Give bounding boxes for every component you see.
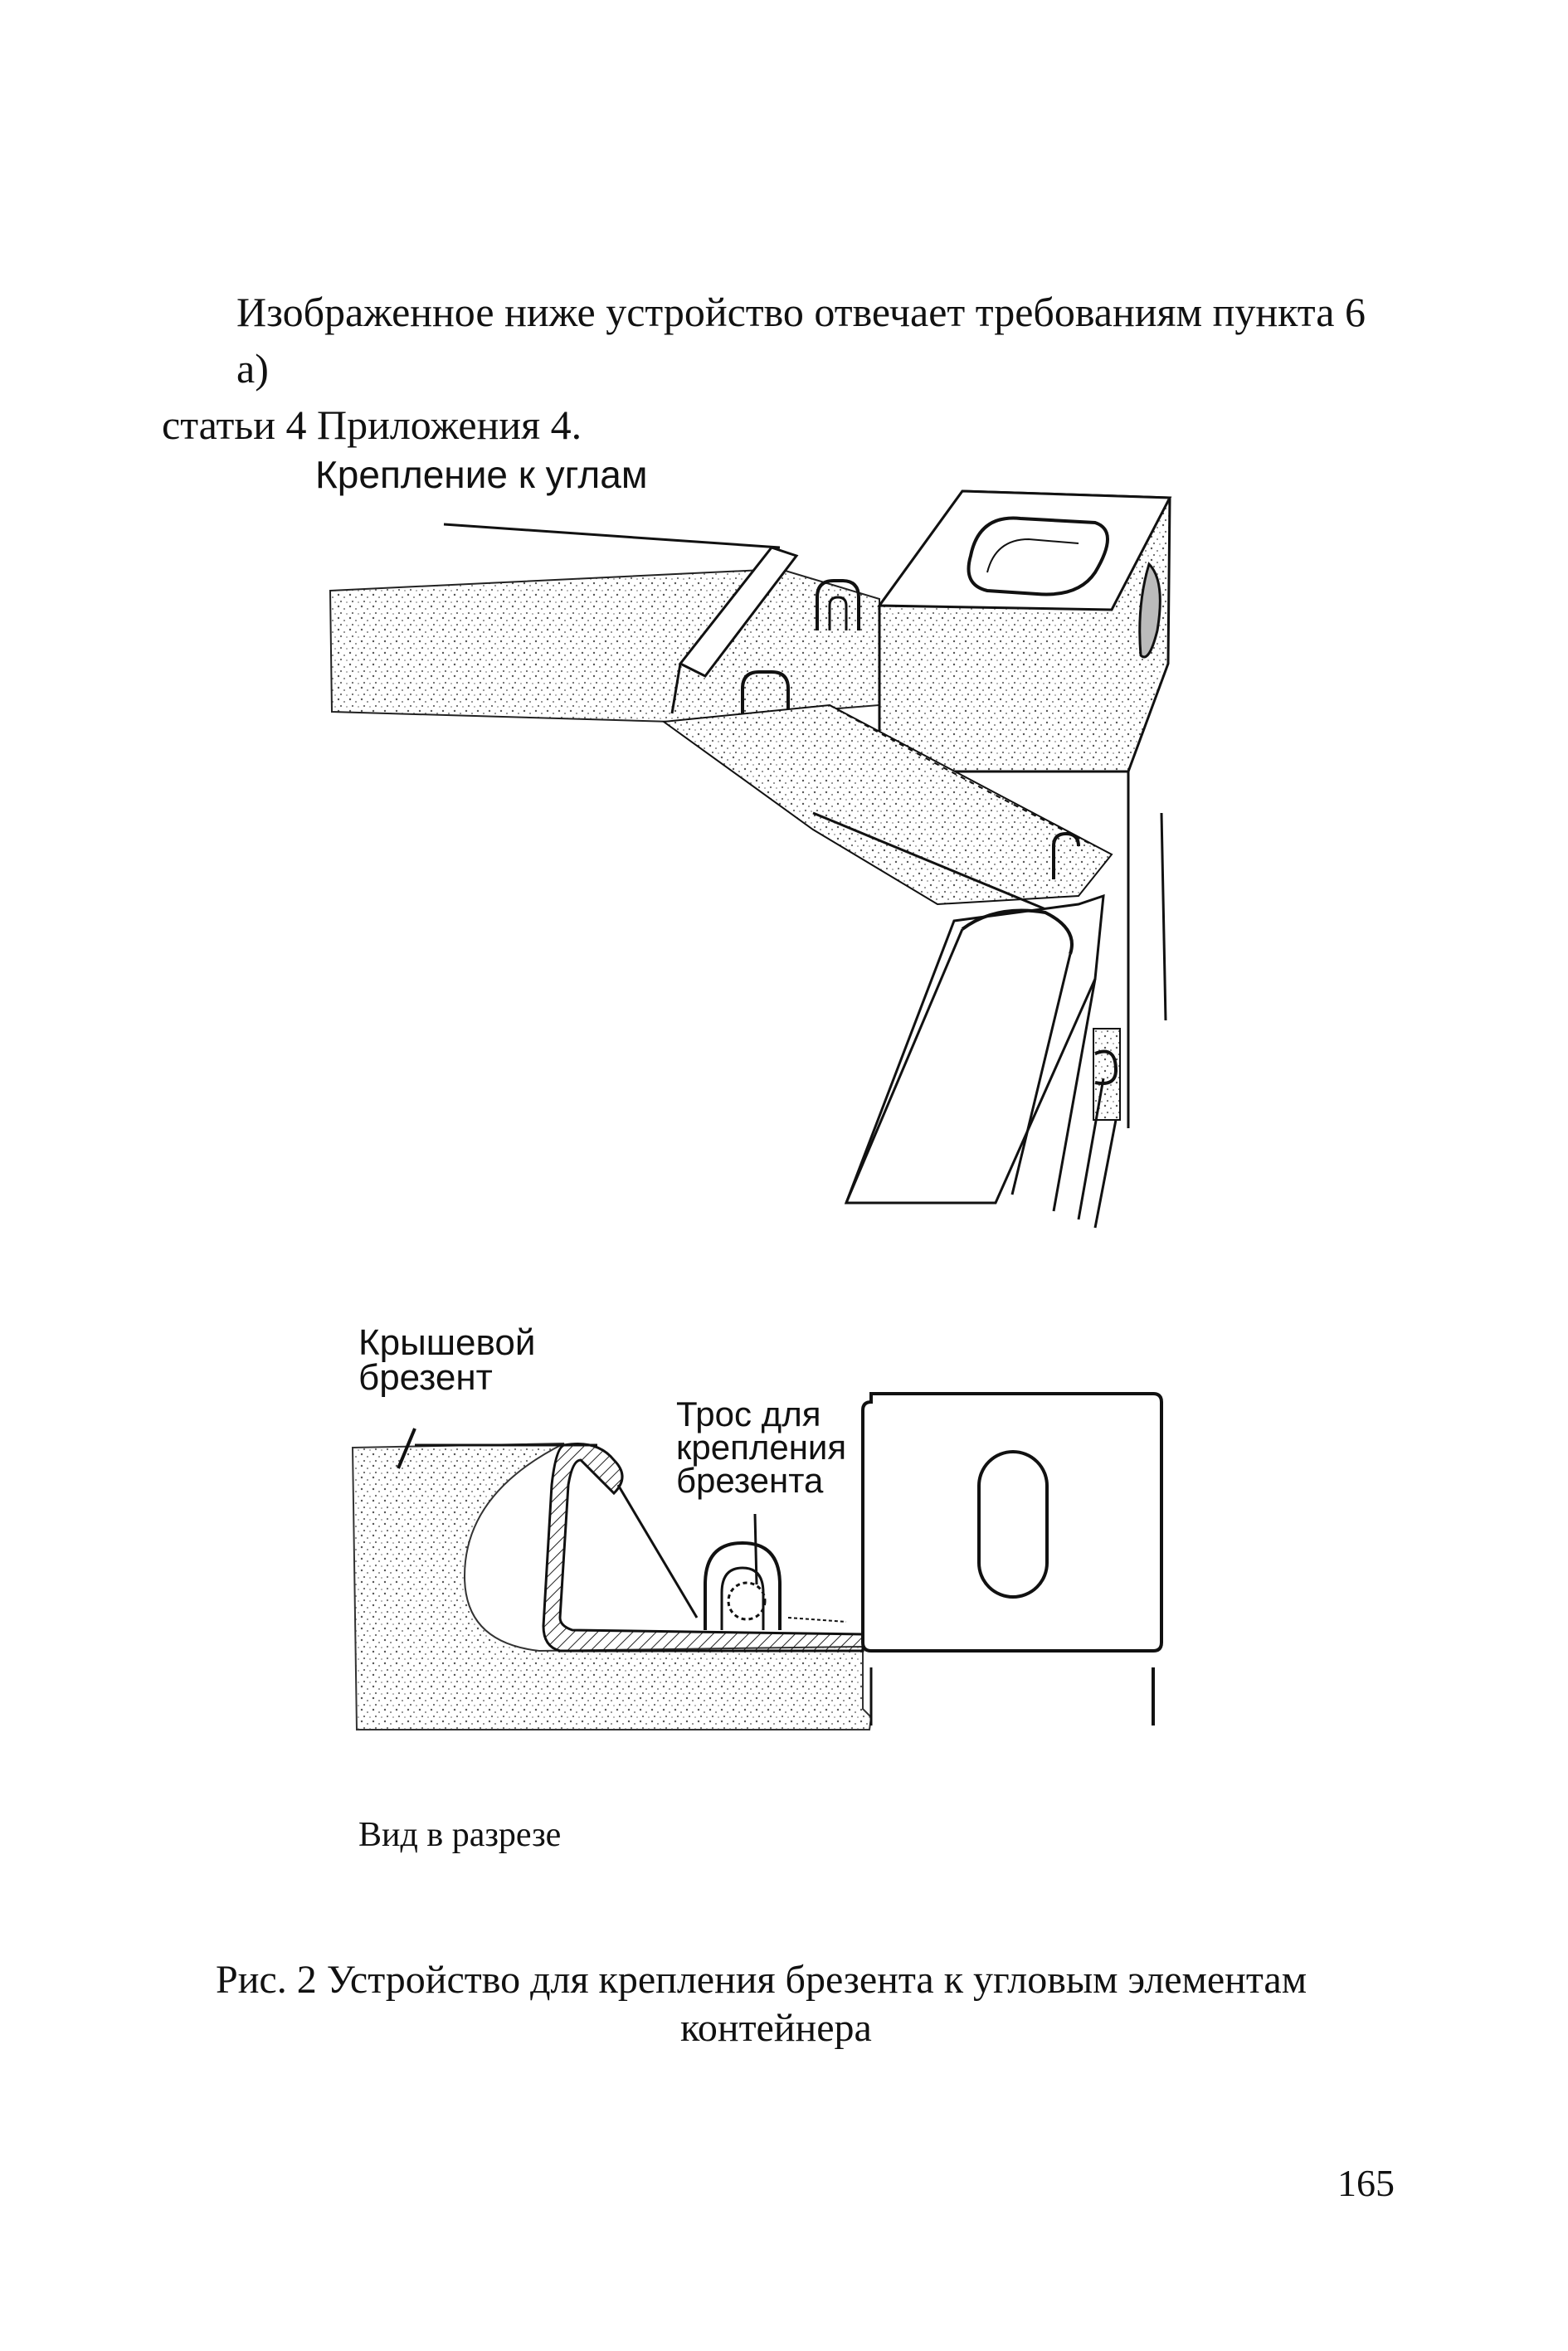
corner-fastening-label: Крепление к углам — [315, 453, 648, 496]
roof-tarpaulin-label-line-2: брезент — [358, 1357, 493, 1398]
page-number: 165 — [1337, 2162, 1395, 2204]
figure-caption-line-2: контейнера — [680, 2006, 872, 2050]
tarpaulin-rope-label: Трос для крепления брезента — [676, 1395, 847, 1500]
intro-line-1: Изображенное ниже устройство отвечает тр… — [236, 289, 1366, 392]
tarpaulin-rope-label-line-3: брезента — [676, 1461, 824, 1500]
roof-tarpaulin-label-line-1: Крышевой — [358, 1322, 536, 1363]
figure-caption: Рис. 2 Устройство для крепления брезента… — [216, 1956, 1427, 2052]
tarpaulin-rope-label-line-1: Трос для — [676, 1395, 821, 1433]
tarpaulin-rope-label-line-2: крепления — [676, 1428, 847, 1467]
section-view-label: Вид в разрезе — [358, 1816, 562, 1854]
section-view-drawing — [351, 1392, 1163, 1730]
corner-perspective-drawing — [329, 489, 1172, 1229]
roof-tarpaulin-label: Крышевой брезент — [358, 1322, 536, 1398]
intro-paragraph: Изображенное ниже устройство отвечает тр… — [162, 284, 1406, 453]
figure-caption-line-1: Рис. 2 Устройство для крепления брезента… — [216, 1958, 1307, 2002]
intro-line-2: статьи 4 Приложения 4. — [162, 402, 582, 448]
